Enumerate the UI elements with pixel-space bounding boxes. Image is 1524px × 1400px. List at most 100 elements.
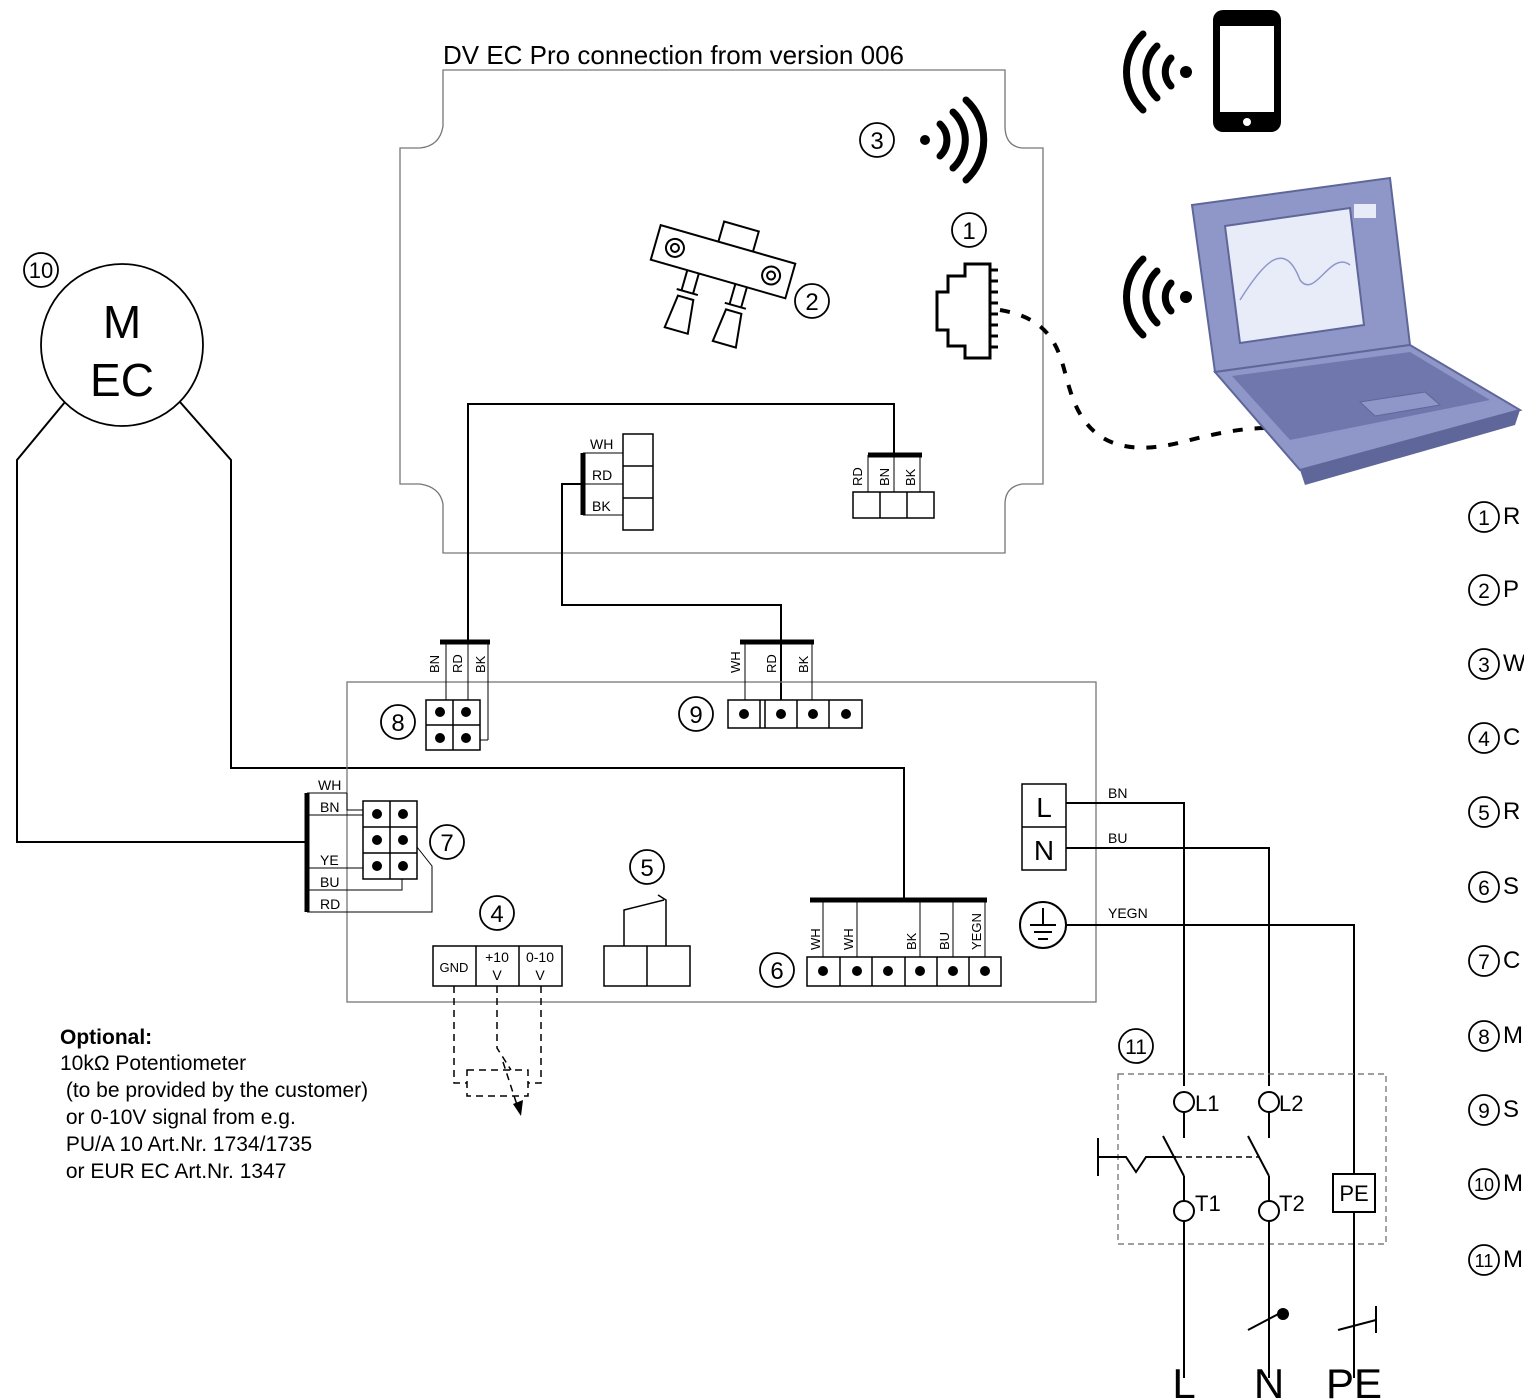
svg-text:R: R [1503,798,1520,825]
terminal-5: 5 [603,849,691,987]
svg-text:8: 8 [1478,1026,1490,1049]
svg-text:T1: T1 [1195,1191,1221,1216]
legend-item: 11 M [1468,1244,1523,1276]
svg-text:RD: RD [850,467,865,486]
neutral-dot [1277,1308,1289,1320]
svg-text:R: R [1503,503,1520,530]
pressure-sensor-icon [649,220,797,349]
svg-text:BK: BK [592,498,611,514]
laptop-icon [1190,176,1523,485]
svg-text:WH: WH [808,928,823,950]
svg-text:BK: BK [904,932,919,950]
svg-text:V: V [492,967,502,983]
svg-text:or 0-10V signal from e.g.: or 0-10V signal from e.g. [60,1106,296,1129]
wireless-icon [920,96,988,184]
potentiometer-optional [453,986,542,1109]
optional-note: Optional: 10kΩ Potentiometer (to be prov… [60,1026,368,1183]
svg-text:BK: BK [796,655,811,673]
terminal-7: WH BN YE BU RD 7 [304,777,465,913]
wire-bu-n [1066,847,1270,1086]
main-switch [1097,1091,1377,1378]
svg-text:M: M [1503,1246,1523,1273]
svg-text:M: M [1503,1170,1523,1197]
connector-rd-bn-bk: RD BN BK [850,452,935,519]
bottom-label-l: L [1172,1360,1195,1400]
svg-text:10: 10 [29,258,53,283]
terminal-6: 6 WH WH BK BU YEGN [759,897,1002,988]
svg-text:1: 1 [1478,507,1490,530]
svg-text:M: M [103,296,141,348]
svg-text:S: S [1503,1096,1519,1123]
svg-text:BN: BN [427,655,442,673]
bottom-label-n: N [1254,1360,1284,1400]
svg-text:L2: L2 [1279,1091,1303,1116]
connector-wh-rd-bk: WH RD BK [580,433,654,531]
svg-text:3: 3 [870,128,883,155]
svg-text:T2: T2 [1279,1191,1305,1216]
svg-text:W: W [1503,650,1524,677]
wire-bn-l [1066,802,1185,1086]
wire-rd-to-terminal9 [561,483,782,712]
svg-text:BU: BU [1108,830,1127,846]
svg-text:WH: WH [590,436,613,452]
bottom-label-pe: PE [1326,1360,1382,1400]
svg-text:YEGN: YEGN [969,913,984,950]
svg-text:L: L [1036,792,1052,823]
svg-text:9: 9 [1478,1100,1490,1123]
marker-1: 1 [951,212,987,248]
svg-text:10: 10 [1474,1175,1494,1195]
svg-text:9: 9 [689,702,702,729]
marker-11: 11 [1118,1028,1154,1064]
svg-text:BN: BN [320,799,339,815]
wire-yegn-pe [1066,924,1355,1174]
motor-ec: M EC [40,263,204,427]
svg-text:WH: WH [841,928,856,950]
svg-text:V: V [535,967,545,983]
svg-text:2: 2 [1478,580,1490,603]
main-switch-box [1117,1073,1387,1245]
svg-text:BU: BU [937,932,952,950]
svg-text:or EUR EC Art.Nr. 1347: or EUR EC Art.Nr. 1347 [60,1160,286,1183]
terminal-8: 8 BN RD BK [380,639,490,751]
svg-text:7: 7 [440,830,453,857]
svg-text:10kΩ Potentiometer: 10kΩ Potentiometer [60,1052,246,1075]
svg-text:RD: RD [320,896,340,912]
svg-text:11: 11 [1475,1251,1494,1271]
svg-text:4: 4 [1478,728,1490,751]
svg-text:RD: RD [764,654,779,673]
svg-text:8: 8 [391,710,404,737]
motor-wire-right [179,401,905,900]
terminal-4: 4 GND +10 V 0-10 V [432,895,563,987]
svg-text:PU/A 10 Art.Nr. 1734/1735: PU/A 10 Art.Nr. 1734/1735 [60,1133,312,1156]
svg-text:2: 2 [805,289,818,316]
marker-3: 3 [859,122,895,158]
smartphone-icon [1213,10,1281,132]
svg-text:11: 11 [1125,1036,1147,1059]
wireless-icon-phone [1123,30,1192,114]
svg-text:5: 5 [640,855,653,882]
svg-text:BK: BK [903,468,918,486]
svg-text:(to be provided by the custome: (to be provided by the customer) [60,1079,368,1102]
svg-text:3: 3 [1478,654,1490,677]
rj45-socket-icon [935,262,998,360]
potentiometer-arrow [513,1100,523,1116]
svg-text:C: C [1503,724,1520,751]
svg-text:BN: BN [1108,785,1127,801]
marker-2: 2 [794,283,830,319]
svg-text:+10: +10 [485,949,509,965]
svg-text:N: N [1034,835,1054,866]
motor-wire-left [16,401,307,843]
svg-text:5: 5 [1478,802,1490,825]
marker-10: 10 [23,252,59,288]
svg-text:GND: GND [440,960,469,975]
svg-text:6: 6 [770,958,783,985]
svg-text:RD: RD [450,654,465,673]
svg-text:6: 6 [1478,877,1490,900]
svg-text:WH: WH [728,651,743,673]
control-box-outline [399,69,1044,554]
svg-text:C: C [1503,947,1520,974]
